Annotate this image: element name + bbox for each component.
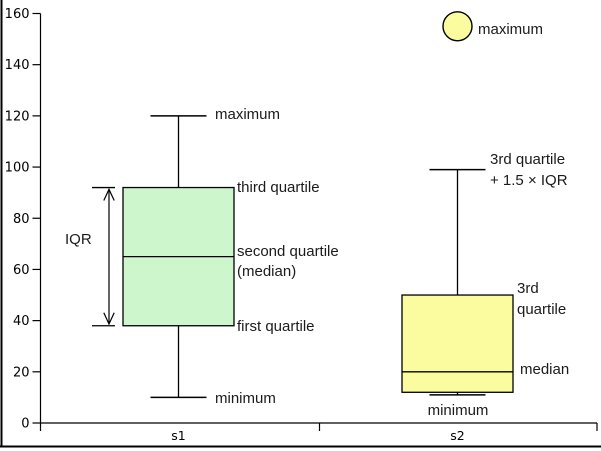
y-tick-label: 160 — [5, 7, 30, 22]
label-outlier-maximum: maximum — [478, 21, 543, 38]
label-s1-median-paren: (median) — [237, 263, 296, 280]
label-s1-first-quartile: first quartile — [237, 318, 315, 335]
label-s1-third-quartile: third quartile — [237, 179, 320, 196]
y-tick-label: 60 — [13, 263, 30, 278]
label-s1-maximum: maximum — [215, 106, 280, 123]
box-s2 — [401, 294, 514, 393]
label-iqr: IQR — [65, 231, 92, 248]
label-s2-whisker-line2: + 1.5 × IQR — [490, 172, 568, 189]
y-tick-label: 20 — [13, 365, 30, 380]
category-label-s1: s1 — [171, 428, 185, 443]
label-s1-second-quartile: second quartile — [237, 243, 339, 260]
y-tick-label: 140 — [5, 58, 30, 73]
y-tick-label: 40 — [13, 314, 30, 329]
iqr-arrowhead-top — [103, 187, 115, 201]
label-s1-minimum: minimum — [215, 390, 276, 407]
outlier-point-s2 — [442, 11, 473, 42]
category-label-s2: s2 — [450, 428, 464, 443]
y-tick-label: 100 — [5, 161, 30, 176]
y-tick-label: 80 — [13, 212, 30, 227]
y-tick-label: 120 — [5, 109, 30, 124]
label-s2-median: median — [520, 361, 569, 378]
label-s2-3rd: 3rd — [517, 280, 539, 297]
label-s2-whisker-line1: 3rd quartile — [490, 151, 565, 168]
label-s2-minimum: minimum — [428, 402, 489, 419]
iqr-arrowhead-bottom — [103, 312, 115, 326]
y-tick-label: 0 — [21, 417, 29, 432]
plot-layer: 0 20 40 60 80 100 120 140 160 s1 s2 — [5, 7, 598, 443]
label-s2-quartile: quartile — [517, 301, 566, 318]
